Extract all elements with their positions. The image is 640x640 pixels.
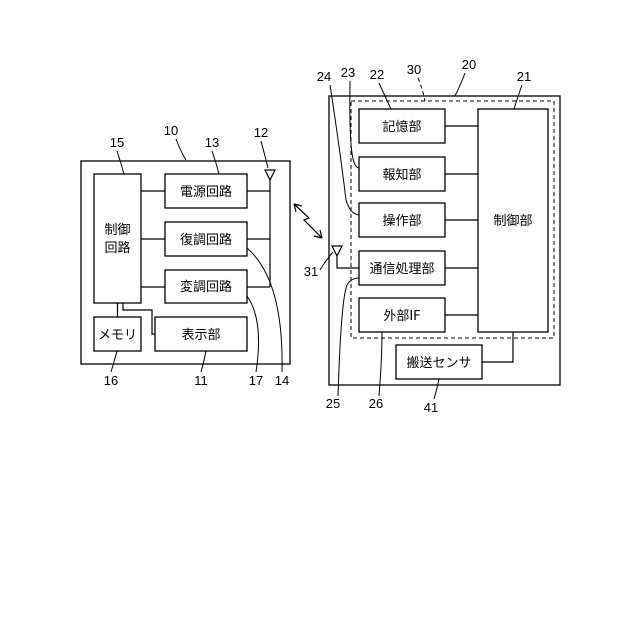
ref-41: 41	[424, 400, 438, 415]
ref-25: 25	[326, 396, 340, 411]
notify-label: 報知部	[382, 167, 421, 183]
ref-10-leader	[176, 139, 186, 160]
power-circuit-label: 電源回路	[180, 184, 232, 200]
ref-30: 30	[407, 62, 421, 77]
ref-13: 13	[205, 135, 219, 150]
ref-24: 24	[317, 69, 331, 84]
wireless-link-icon	[294, 204, 322, 238]
extif-label: 外部IF	[383, 309, 420, 324]
storage-label: 記憶部	[382, 119, 421, 135]
comm-label: 通信処理部	[369, 262, 434, 277]
ref-21: 21	[517, 69, 531, 84]
ref-20: 20	[462, 57, 476, 72]
control-unit-label: 制御部	[493, 214, 532, 229]
demod-circuit-label: 復調回路	[180, 232, 232, 248]
display-label: 表示部	[181, 328, 220, 343]
operation-label: 操作部	[382, 213, 421, 229]
mod-circuit-label: 変調回路	[180, 279, 232, 295]
ref-11: 11	[194, 373, 208, 388]
ref-10: 10	[164, 123, 178, 138]
ref-20-leader	[455, 73, 465, 96]
ref-26: 26	[369, 396, 383, 411]
ref-22: 22	[370, 67, 384, 82]
memory-label: メモリ	[98, 328, 137, 343]
ref-15: 15	[110, 135, 124, 150]
ref-23: 23	[341, 65, 355, 80]
ref-16: 16	[104, 373, 118, 388]
ref-17: 17	[249, 373, 263, 388]
control-circuit-label-line2: 回路	[104, 240, 130, 256]
control-circuit-label-line1: 制御	[104, 223, 130, 238]
ref-12: 12	[254, 125, 268, 140]
ref-31: 31	[304, 264, 318, 279]
control-circuit-box	[94, 174, 141, 303]
ref-14: 14	[275, 373, 289, 388]
sensor-label: 搬送センサ	[406, 356, 471, 371]
